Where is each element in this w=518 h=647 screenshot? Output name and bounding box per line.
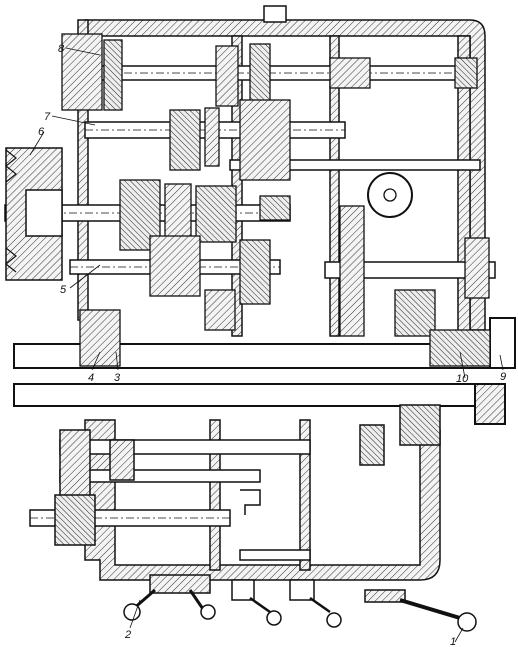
callout-10: 10 — [456, 373, 469, 385]
callout-8: 8 — [58, 43, 65, 55]
main-spindle — [13, 309, 516, 425]
callout-6: 6 — [38, 126, 45, 138]
callout-labels: 8 7 6 5 4 3 10 9 2 1 — [38, 43, 506, 647]
callout-4: 4 — [88, 372, 94, 384]
callout-9: 9 — [500, 371, 506, 383]
callout-1: 1 — [450, 636, 456, 647]
lower-shafts — [29, 429, 311, 561]
callout-leaders — [29, 47, 504, 643]
upper-housing — [77, 5, 486, 337]
control-handles — [123, 574, 477, 632]
callout-7: 7 — [44, 111, 51, 123]
callout-5: 5 — [60, 284, 67, 296]
upper-gears — [61, 33, 490, 337]
drive-pulley — [5, 147, 63, 281]
callout-3: 3 — [114, 372, 121, 384]
callout-2: 2 — [124, 629, 131, 641]
